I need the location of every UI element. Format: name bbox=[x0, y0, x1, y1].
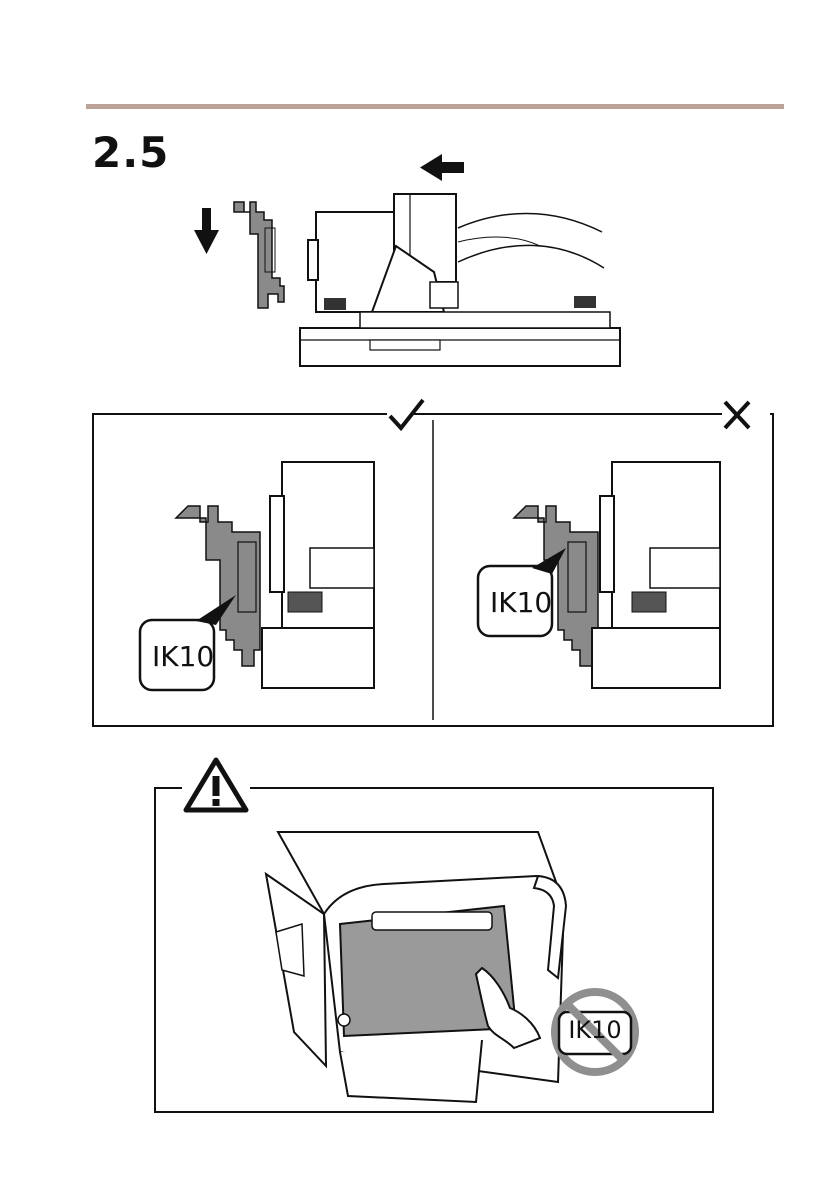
header-rule bbox=[86, 104, 784, 109]
warning-box bbox=[154, 756, 716, 1116]
step-number: 2.5 bbox=[92, 132, 169, 174]
ik10-badge-correct: IK10 bbox=[152, 640, 212, 673]
arrow-down-icon bbox=[194, 208, 219, 254]
cross-icon bbox=[725, 402, 749, 428]
warning-triangle-icon bbox=[186, 760, 246, 810]
ik10-badge-incorrect: IK10 bbox=[490, 586, 550, 619]
prohibited-ik10-label: IK10 bbox=[565, 1016, 625, 1044]
comparison-box bbox=[92, 398, 776, 730]
arrow-left-icon bbox=[420, 154, 464, 181]
bracket-part bbox=[234, 202, 284, 308]
housing-illustration bbox=[266, 832, 566, 1102]
top-illustration bbox=[190, 150, 630, 370]
